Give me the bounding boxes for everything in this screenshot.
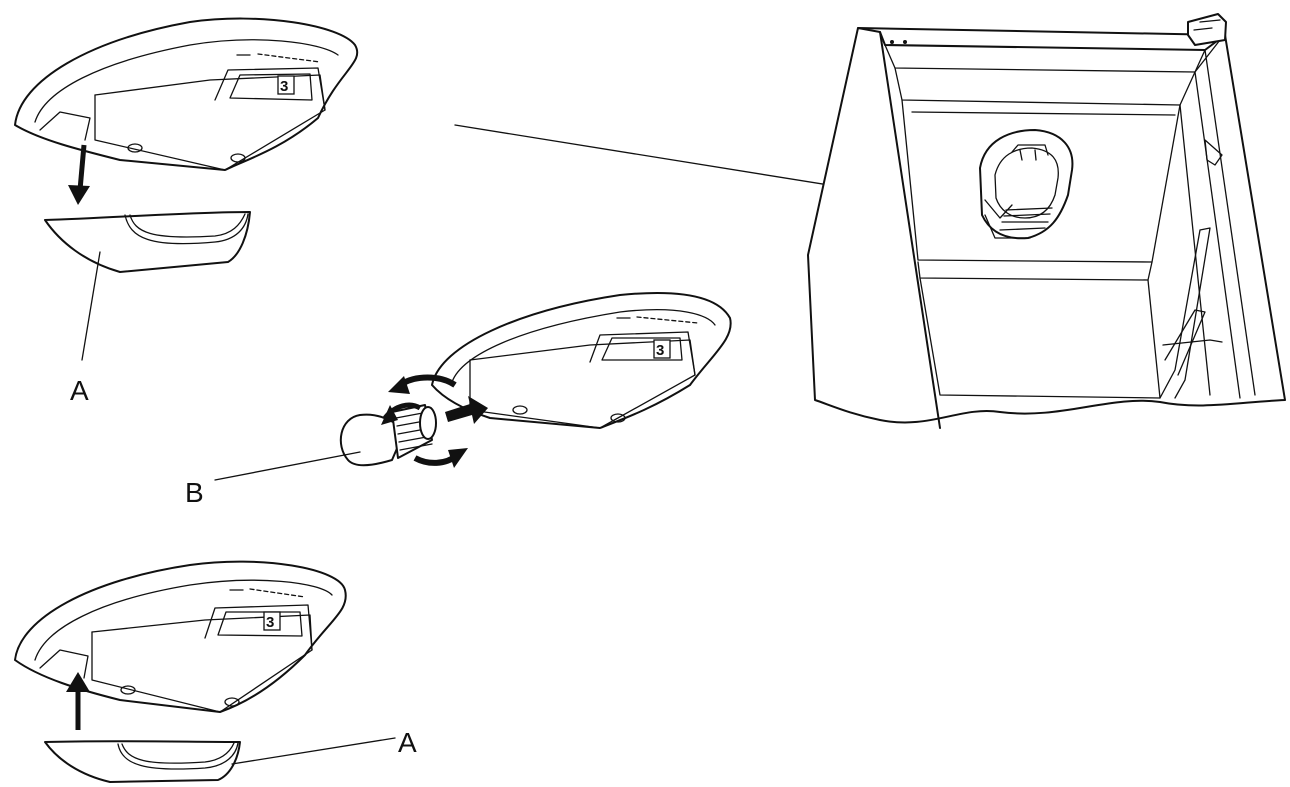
light-housing-top: 3 [14, 17, 359, 171]
leader-line-a-bottom [231, 737, 396, 765]
lamp-cover-bottom [44, 740, 241, 783]
push-arrow-icon [445, 396, 488, 424]
light-housing-bottom: 3 [14, 560, 347, 713]
callout-b: B [185, 477, 204, 508]
thermostat-setting-bottom: 3 [266, 614, 274, 631]
callout-a-top: A [70, 375, 89, 406]
leader-line-b [214, 451, 361, 481]
appliance-interior-view [807, 13, 1286, 429]
up-arrow-icon [66, 672, 90, 730]
callout-a-bottom: A [398, 727, 417, 758]
rotate-arrow-icon [381, 374, 468, 468]
light-housing-middle: 3 [431, 292, 732, 429]
thermostat-setting-top: 3 [280, 78, 288, 95]
down-arrow-icon [68, 144, 90, 205]
thermostat-setting-middle: 3 [656, 342, 664, 359]
lamp-cover-top [44, 211, 251, 273]
bulb-icon [339, 404, 437, 467]
leader-line-a-top [81, 251, 101, 361]
